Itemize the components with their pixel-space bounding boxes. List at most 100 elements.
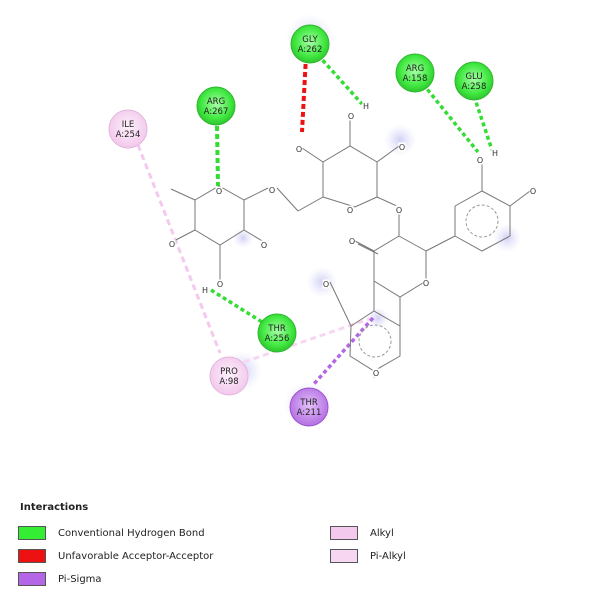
interaction-unfavorable	[300, 55, 308, 133]
atom-label-background	[346, 205, 354, 215]
oxygen-atom-label: O	[349, 237, 355, 246]
residue-circle	[454, 61, 494, 101]
atom-label-background	[201, 285, 209, 295]
atom-label-background	[395, 205, 403, 215]
residue-name: ARG	[207, 97, 225, 107]
residue-name: THR	[267, 324, 286, 334]
hydrogen-atom-label: H	[363, 102, 369, 111]
oxygen-atom-label: O	[399, 143, 405, 152]
residue-label: A:258	[462, 82, 487, 92]
atom-label-background	[322, 279, 330, 289]
legend-item-pi-alkyl: Pi-Alkyl	[330, 547, 406, 565]
legend-label-hbond: Conventional Hydrogen Bond	[58, 527, 205, 539]
atom-label-background	[372, 368, 380, 378]
residue-label: A:256	[265, 334, 290, 344]
oxygen-atom-label: O	[423, 279, 429, 288]
residue-label: A:267	[204, 107, 229, 117]
legend: Interactions Conventional Hydrogen Bond …	[18, 500, 578, 600]
halo	[307, 267, 337, 297]
atom-label-background	[529, 186, 537, 196]
legend-label-pi-alkyl: Pi-Alkyl	[370, 550, 406, 562]
atom-label-background	[491, 148, 499, 158]
atom-label-background	[216, 279, 224, 289]
legend-swatch-unfavorable	[18, 549, 46, 563]
interaction-hbond	[215, 125, 220, 187]
residue-name: GLU	[465, 72, 482, 82]
residue-label: A:262	[298, 45, 323, 55]
residue-circle	[108, 109, 148, 149]
atom-label-background	[215, 186, 223, 196]
oxygen-atom-label: O	[348, 112, 354, 121]
residue-name: GLY	[302, 35, 318, 45]
oxygen-atom-label: O	[169, 240, 175, 249]
legend-swatch-alkyl	[330, 526, 358, 540]
oxygen-atom-label: O	[323, 280, 329, 289]
atom-label-background	[268, 185, 276, 195]
hydrogen-atom-label: H	[492, 149, 498, 158]
atom-label-background	[422, 278, 430, 288]
legend-item-unfavorable: Unfavorable Acceptor-Acceptor	[18, 547, 213, 565]
atom-label-background	[348, 236, 356, 246]
oxygen-atom-label: O	[477, 156, 483, 165]
residue-label: A:254	[116, 130, 141, 140]
legend-title: Interactions	[20, 502, 89, 513]
atom-label-background	[347, 111, 355, 121]
residue-circle	[290, 24, 330, 64]
residue-name: ARG	[406, 64, 424, 74]
interaction-hbond	[421, 82, 480, 154]
legend-item-hbond: Conventional Hydrogen Bond	[18, 524, 205, 542]
atom-label-background	[398, 142, 406, 152]
oxygen-atom-label: O	[396, 206, 402, 215]
residue-circle	[209, 356, 249, 396]
oxygen-atom-label: O	[373, 369, 379, 378]
atom-label-background	[295, 144, 303, 154]
atom-label-background	[168, 239, 176, 249]
atom-label-background	[476, 155, 484, 165]
residue-name: THR	[299, 398, 318, 408]
legend-item-alkyl: Alkyl	[330, 524, 394, 542]
interaction-hbond	[210, 288, 263, 324]
halo	[233, 228, 253, 248]
oxygen-atom-label: O	[217, 280, 223, 289]
residue-circle	[289, 387, 329, 427]
residue-circle	[196, 86, 236, 126]
oxygen-atom-label: O	[347, 206, 353, 215]
oxygen-atom-label: O	[269, 186, 275, 195]
interaction-hbond	[316, 53, 364, 106]
interaction-hbond	[472, 95, 494, 151]
atom-label-background	[362, 101, 370, 111]
residue-name: PRO	[220, 367, 238, 377]
residue-circle	[257, 313, 297, 353]
oxygen-atom-label: O	[296, 145, 302, 154]
oxygen-atom-label: O	[261, 241, 267, 250]
legend-label-unfavorable: Unfavorable Acceptor-Acceptor	[58, 550, 214, 562]
atom-label-background	[260, 240, 268, 250]
legend-label-pi-sigma: Pi-Sigma	[58, 573, 102, 585]
legend-swatch-hbond	[18, 526, 46, 540]
oxygen-atom-label: O	[216, 187, 222, 196]
hydrogen-atom-label: H	[202, 286, 208, 295]
interaction-lines	[136, 53, 494, 387]
legend-swatch-pi-alkyl	[330, 549, 358, 563]
residue-label: A:98	[219, 377, 238, 387]
oxygen-atom-label: O	[530, 187, 536, 196]
interaction-alkyl	[136, 144, 222, 354]
legend-item-pi-sigma: Pi-Sigma	[18, 570, 102, 588]
aromatic-rings	[358, 204, 499, 358]
interaction-pi-sigma	[311, 316, 375, 387]
ligand-bonds	[170, 118, 531, 378]
residue-label: A:158	[403, 74, 428, 84]
legend-label-alkyl: Alkyl	[370, 527, 394, 539]
halo	[384, 124, 416, 156]
